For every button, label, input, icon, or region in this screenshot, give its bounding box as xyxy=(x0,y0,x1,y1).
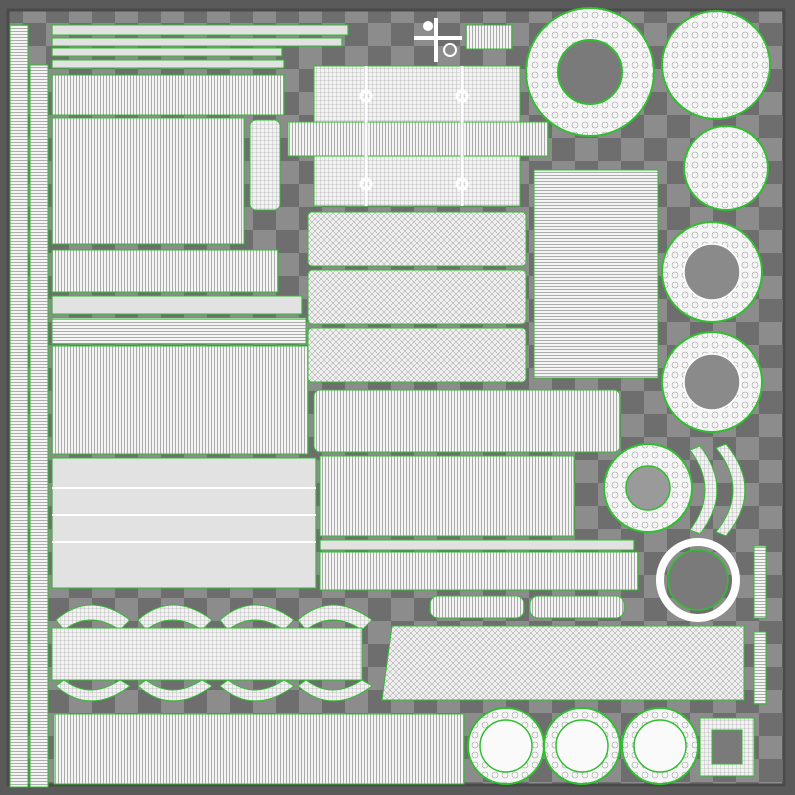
uv-island-group-center-bracket xyxy=(287,65,549,207)
uv-island-group-center-lower xyxy=(319,455,639,591)
uv-island-group-cylinders xyxy=(429,595,625,619)
uv-island-group-top-strips xyxy=(51,18,513,69)
uv-island-group-left-strips xyxy=(9,24,49,788)
uv-island-group-bottom-left xyxy=(51,604,465,785)
uv-island-group-left-panels xyxy=(51,74,317,589)
uv-island-group-center-bands xyxy=(307,211,621,453)
uv-island-group-bottom-band xyxy=(381,625,745,701)
uv-island-group-bottom-circles xyxy=(467,707,755,785)
uv-island-group-right-rings xyxy=(603,443,767,705)
uv-island-group-right-panel xyxy=(533,169,659,379)
uv-island-group-right-circles xyxy=(525,7,771,433)
